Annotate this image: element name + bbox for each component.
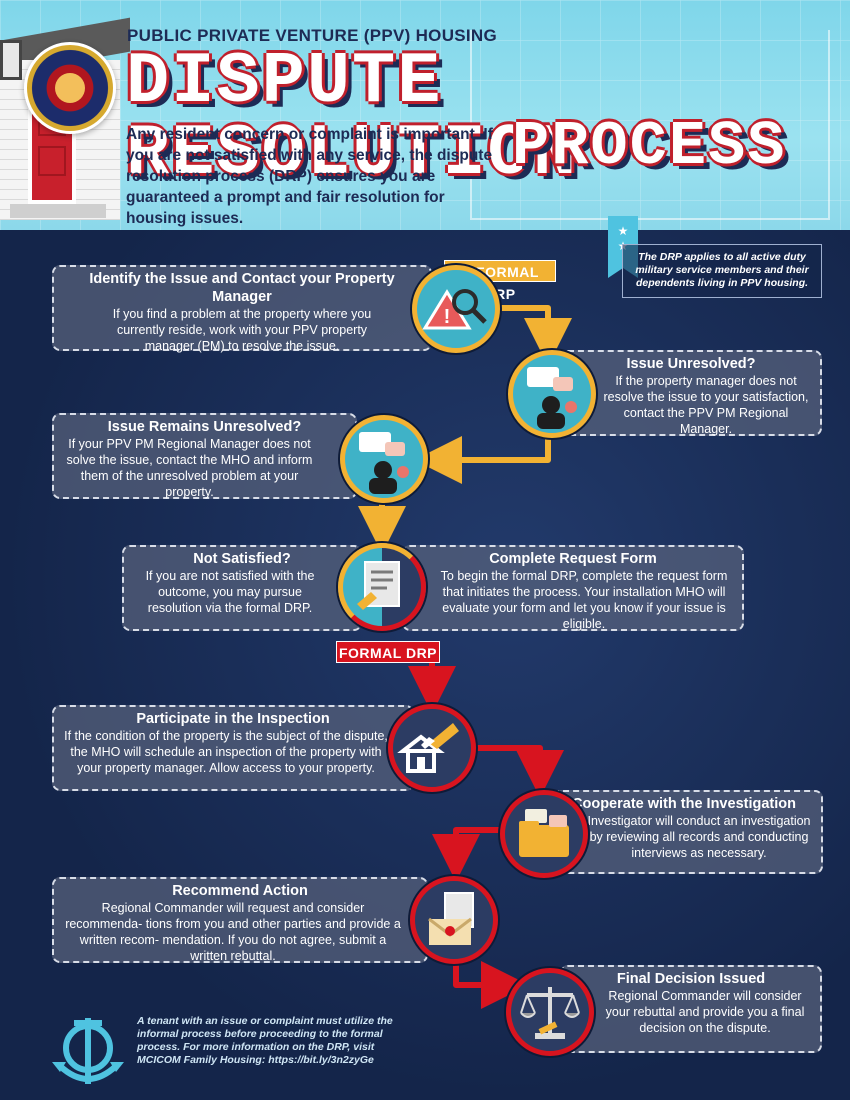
step-heading: Complete Request Form (489, 551, 657, 567)
step-final-decision: Final Decision Issued Regional Commander… (560, 965, 822, 1053)
page-title-line1: DISPUTE RESOLUTION (126, 41, 579, 195)
house-sketch-background (470, 30, 830, 220)
blueprint-grid (0, 0, 850, 230)
folder-icon (500, 790, 588, 878)
step-complete-request-form: Complete Request Form To begin the forma… (402, 545, 744, 631)
warning-magnifier-icon: ! (412, 265, 500, 353)
step-heading: Cooperate with the Investigation (572, 796, 796, 812)
eligibility-notice: The DRP applies to all active duty milit… (622, 244, 822, 298)
step-heading: Participate in the Inspection (136, 711, 330, 727)
step-recommend-action: Recommend Action Regional Commander will… (52, 877, 428, 963)
intro-text: Any resident concern or complaint is imp… (126, 126, 493, 227)
step-issue-unresolved: Issue Unresolved? If the property manage… (560, 350, 822, 436)
step-text: If the property manager does not resolve… (603, 374, 809, 436)
header-banner (0, 0, 850, 230)
step-issue-remains-unresolved: Issue Remains Unresolved? If your PPV PM… (52, 413, 357, 499)
step-identify-issue: Identify the Issue and Contact your Prop… (52, 265, 432, 353)
header-kicker: PUBLIC PRIVATE VENTURE (PPV) HOUSING (127, 26, 498, 45)
step-participate-inspection: Participate in the Inspection If the con… (52, 705, 414, 791)
step-not-satisfied: Not Satisfied? If you are not satisfied … (122, 545, 362, 631)
flashlight-house-icon (388, 704, 476, 792)
step-cooperate-investigation: Cooperate with the Investigation Investi… (545, 790, 823, 874)
step-text: To begin the formal DRP, complete the re… (440, 569, 728, 631)
step-text: If your PPV PM Regional Manager does not… (66, 437, 313, 499)
page-title-line2: PROCESS (512, 111, 787, 182)
scales-icon (506, 968, 594, 1056)
form-icon (338, 543, 426, 631)
mcicom-seal-icon (24, 42, 116, 134)
envelope-icon (410, 876, 498, 964)
step-text: If the condition of the property is the … (64, 729, 388, 775)
svg-text:!: ! (444, 306, 451, 328)
step-text: Regional Commander will consider your re… (605, 989, 805, 1035)
step-text: If you are not satisfied with the outcom… (145, 569, 315, 615)
footnote-text: A tenant with an issue or complaint must… (137, 1015, 393, 1066)
call-center-icon (508, 350, 596, 438)
formal-drp-tag: FORMAL DRP (336, 641, 440, 663)
house-door-illustration (0, 0, 130, 230)
step-heading: Final Decision Issued (616, 971, 766, 987)
step-heading: Recommend Action (172, 883, 308, 899)
step-heading: Not Satisfied? (193, 551, 291, 567)
step-text: If you find a problem at the property wh… (112, 307, 372, 353)
step-heading: Issue Remains Unresolved? (107, 419, 302, 435)
usmc-emblem-icon (48, 1012, 128, 1090)
step-text: Regional Commander will request and cons… (65, 901, 401, 963)
step-heading: Identify the Issue and Contact your Prop… (89, 271, 395, 305)
call-center-icon (340, 415, 428, 503)
step-text: Investigator will conduct an investigati… (587, 814, 811, 860)
step-heading: Issue Unresolved? (626, 356, 756, 372)
